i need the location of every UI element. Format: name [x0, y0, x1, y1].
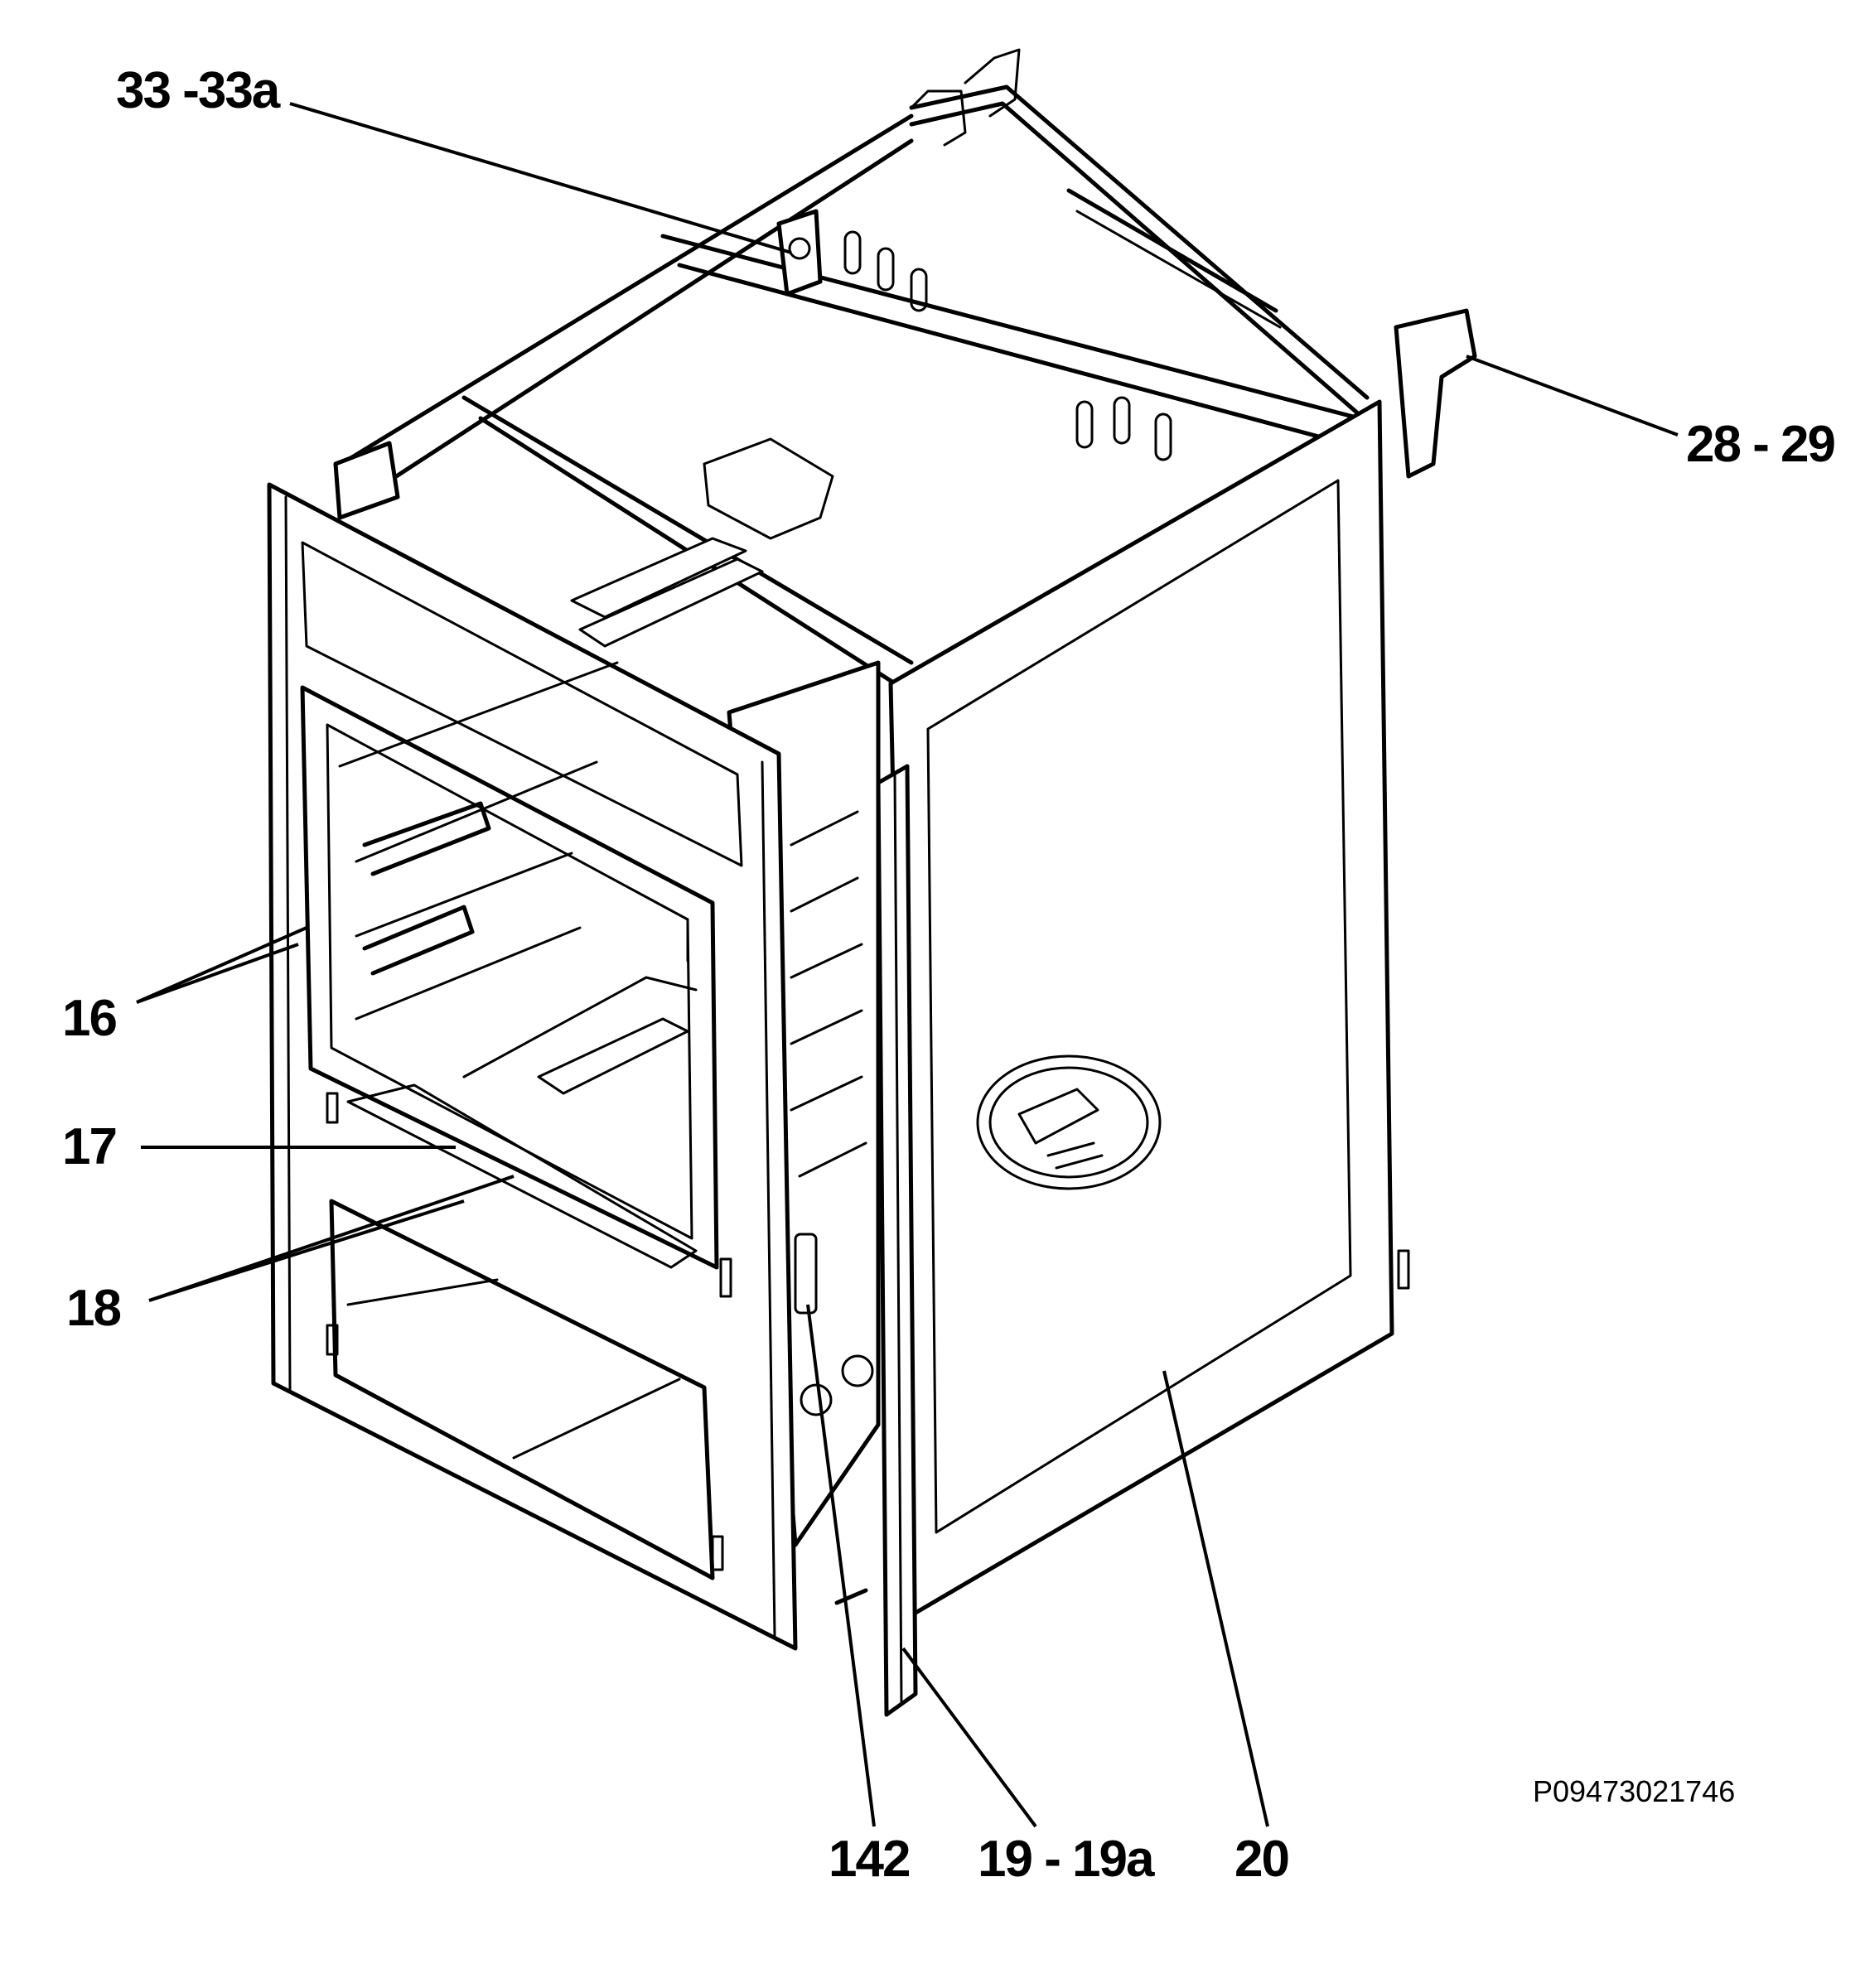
front-frame	[267, 482, 798, 1651]
leader-20	[1162, 1370, 1269, 1827]
leader-142	[806, 1304, 876, 1827]
leader-lines	[136, 102, 1679, 1828]
callout-18: 18	[66, 1280, 120, 1337]
leader-18b	[148, 1199, 465, 1302]
callout-142: 142	[829, 1831, 909, 1888]
side-panel	[888, 399, 1410, 1618]
callout-17: 17	[62, 1118, 116, 1175]
leader-16b	[136, 943, 299, 1004]
callout-20: 20	[1234, 1831, 1288, 1888]
leader-33	[289, 102, 792, 254]
leader-28	[1466, 355, 1679, 437]
side-strip	[876, 764, 918, 1717]
callout-33-33a: 33 -33a	[116, 62, 281, 119]
top-frame	[333, 48, 1477, 686]
reference-code: P09473021746	[1533, 1774, 1735, 1808]
callout-16: 16	[62, 990, 116, 1047]
leader-19	[901, 1647, 1037, 1828]
callout-28-29: 28 - 29	[1686, 416, 1835, 473]
callout-19-19a: 19 - 19a	[978, 1831, 1155, 1888]
leader-16a	[136, 926, 307, 1004]
